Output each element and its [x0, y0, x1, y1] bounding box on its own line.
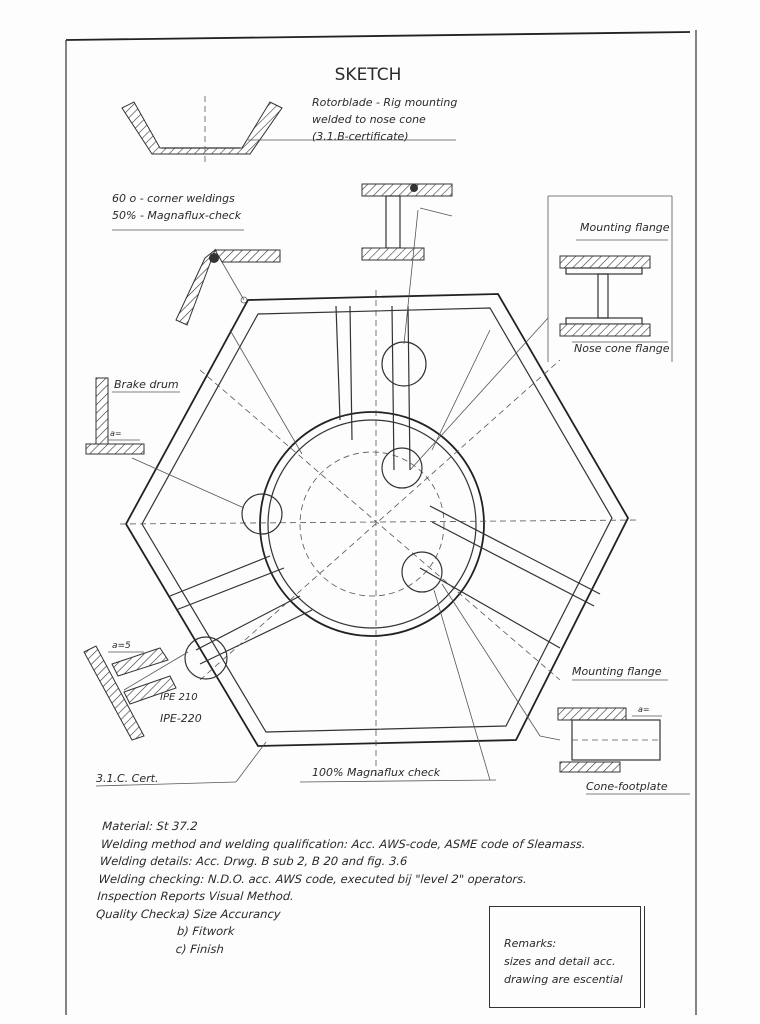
brake-drum-detail [85, 377, 180, 455]
quality-item-a: a) Size Accurancy [177, 906, 282, 921]
mounting-flange-top-label: Mounting flange [580, 221, 670, 234]
rotorblade-label-3: (3.1.B-certificate) [312, 130, 409, 143]
leader-lines [123, 209, 561, 783]
radial-beams [169, 305, 601, 665]
rotorblade-bowl-detail [121, 96, 456, 166]
corner-weldings-label-2: 50% - Magnaflux-check [112, 209, 242, 222]
quality-check-label: Quality Check: [95, 906, 181, 921]
mounting-flange-bottom-label: Mounting flange [572, 665, 662, 678]
rotorblade-label-2: welded to nose cone [312, 113, 426, 126]
center-lines [119, 290, 641, 780]
sketch-title: SKETCH [335, 65, 402, 85]
remarks-title: Remarks: [504, 937, 557, 950]
central-ring [259, 411, 485, 637]
welding-details-note: Welding details: Acc. Drwg. B sub 2, B 2… [99, 854, 408, 868]
nose-cone-flange-label: Nose cone flange [574, 342, 670, 355]
rotorblade-label-1: Rotorblade - Rig mounting [312, 96, 457, 109]
magnaflux-label: 100% Magnaflux check [312, 766, 441, 779]
remarks-line-1: sizes and detail acc. [504, 955, 616, 968]
cone-footplate-label: Cone-footplate [586, 780, 668, 793]
cone-footplate-detail [557, 679, 690, 795]
top-ibeam-section [361, 183, 453, 261]
footplate-weld-size: a= [638, 705, 650, 714]
remarks-line-2: drawing are escential [504, 973, 623, 986]
welding-method-note: Welding method and welding qualification… [100, 836, 587, 851]
brake-drum-weld-size: a= [110, 429, 122, 438]
inspection-note: Inspection Reports Visual Method. [96, 889, 295, 903]
material-note: Material: St 37.2 [101, 819, 199, 833]
quality-item-c: c) Finish [175, 941, 225, 956]
ipe-weld-size: a=5 [112, 641, 131, 651]
ipe-220-label: IPE-220 [160, 712, 202, 725]
quality-item-b: b) Fitwork [176, 924, 236, 938]
mounting-flange-detail [547, 195, 673, 362]
brake-drum-label: Brake drum [114, 378, 179, 391]
ipe-weld-detail [83, 645, 177, 741]
welding-checking-note: Welding checking: N.D.O. acc. AWS code, … [98, 871, 528, 886]
corner-weldings-label-1: 60 o - corner weldings [112, 192, 235, 205]
ipe-210-label: IPE 210 [160, 692, 198, 703]
page-frame [65, 30, 697, 1015]
corner-weld-detail [175, 248, 281, 326]
detail-circles [184, 341, 443, 680]
cert-label: 3.1.C. Cert. [96, 772, 158, 785]
remarks-box: Remarks: sizes and detail acc. drawing a… [489, 906, 641, 1008]
